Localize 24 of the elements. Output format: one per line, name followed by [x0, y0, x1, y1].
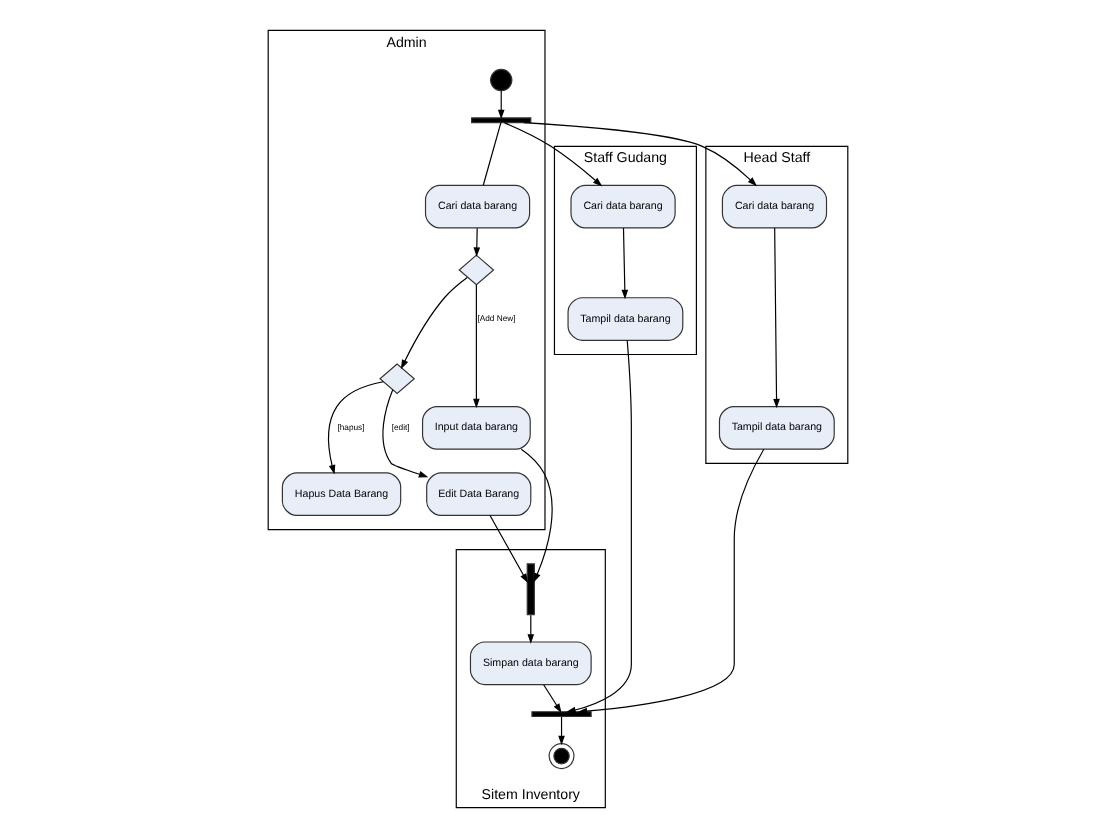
- arrow: [327, 381, 383, 475]
- arrow: [526, 614, 534, 644]
- arrow: [381, 389, 428, 478]
- arrow: [496, 90, 504, 120]
- node-bar: [525, 563, 534, 616]
- node-bar: [530, 711, 591, 718]
- arrow: [565, 340, 631, 714]
- arrow: [502, 122, 602, 187]
- arrow: [557, 716, 564, 746]
- arrow: [576, 448, 764, 715]
- arrow: [542, 684, 561, 713]
- arrow: [772, 227, 779, 409]
- arrow: [472, 284, 479, 409]
- arrow: [620, 227, 628, 300]
- node-diamond: [457, 254, 494, 286]
- arrow: [522, 122, 756, 187]
- arrow: [472, 227, 480, 257]
- node-circle: [489, 68, 512, 92]
- connector: [481, 122, 501, 186]
- arrow: [519, 448, 552, 583]
- node-bar: [470, 117, 531, 124]
- node-diamond: [378, 363, 415, 395]
- arrow: [399, 276, 467, 370]
- arrow: [488, 514, 527, 584]
